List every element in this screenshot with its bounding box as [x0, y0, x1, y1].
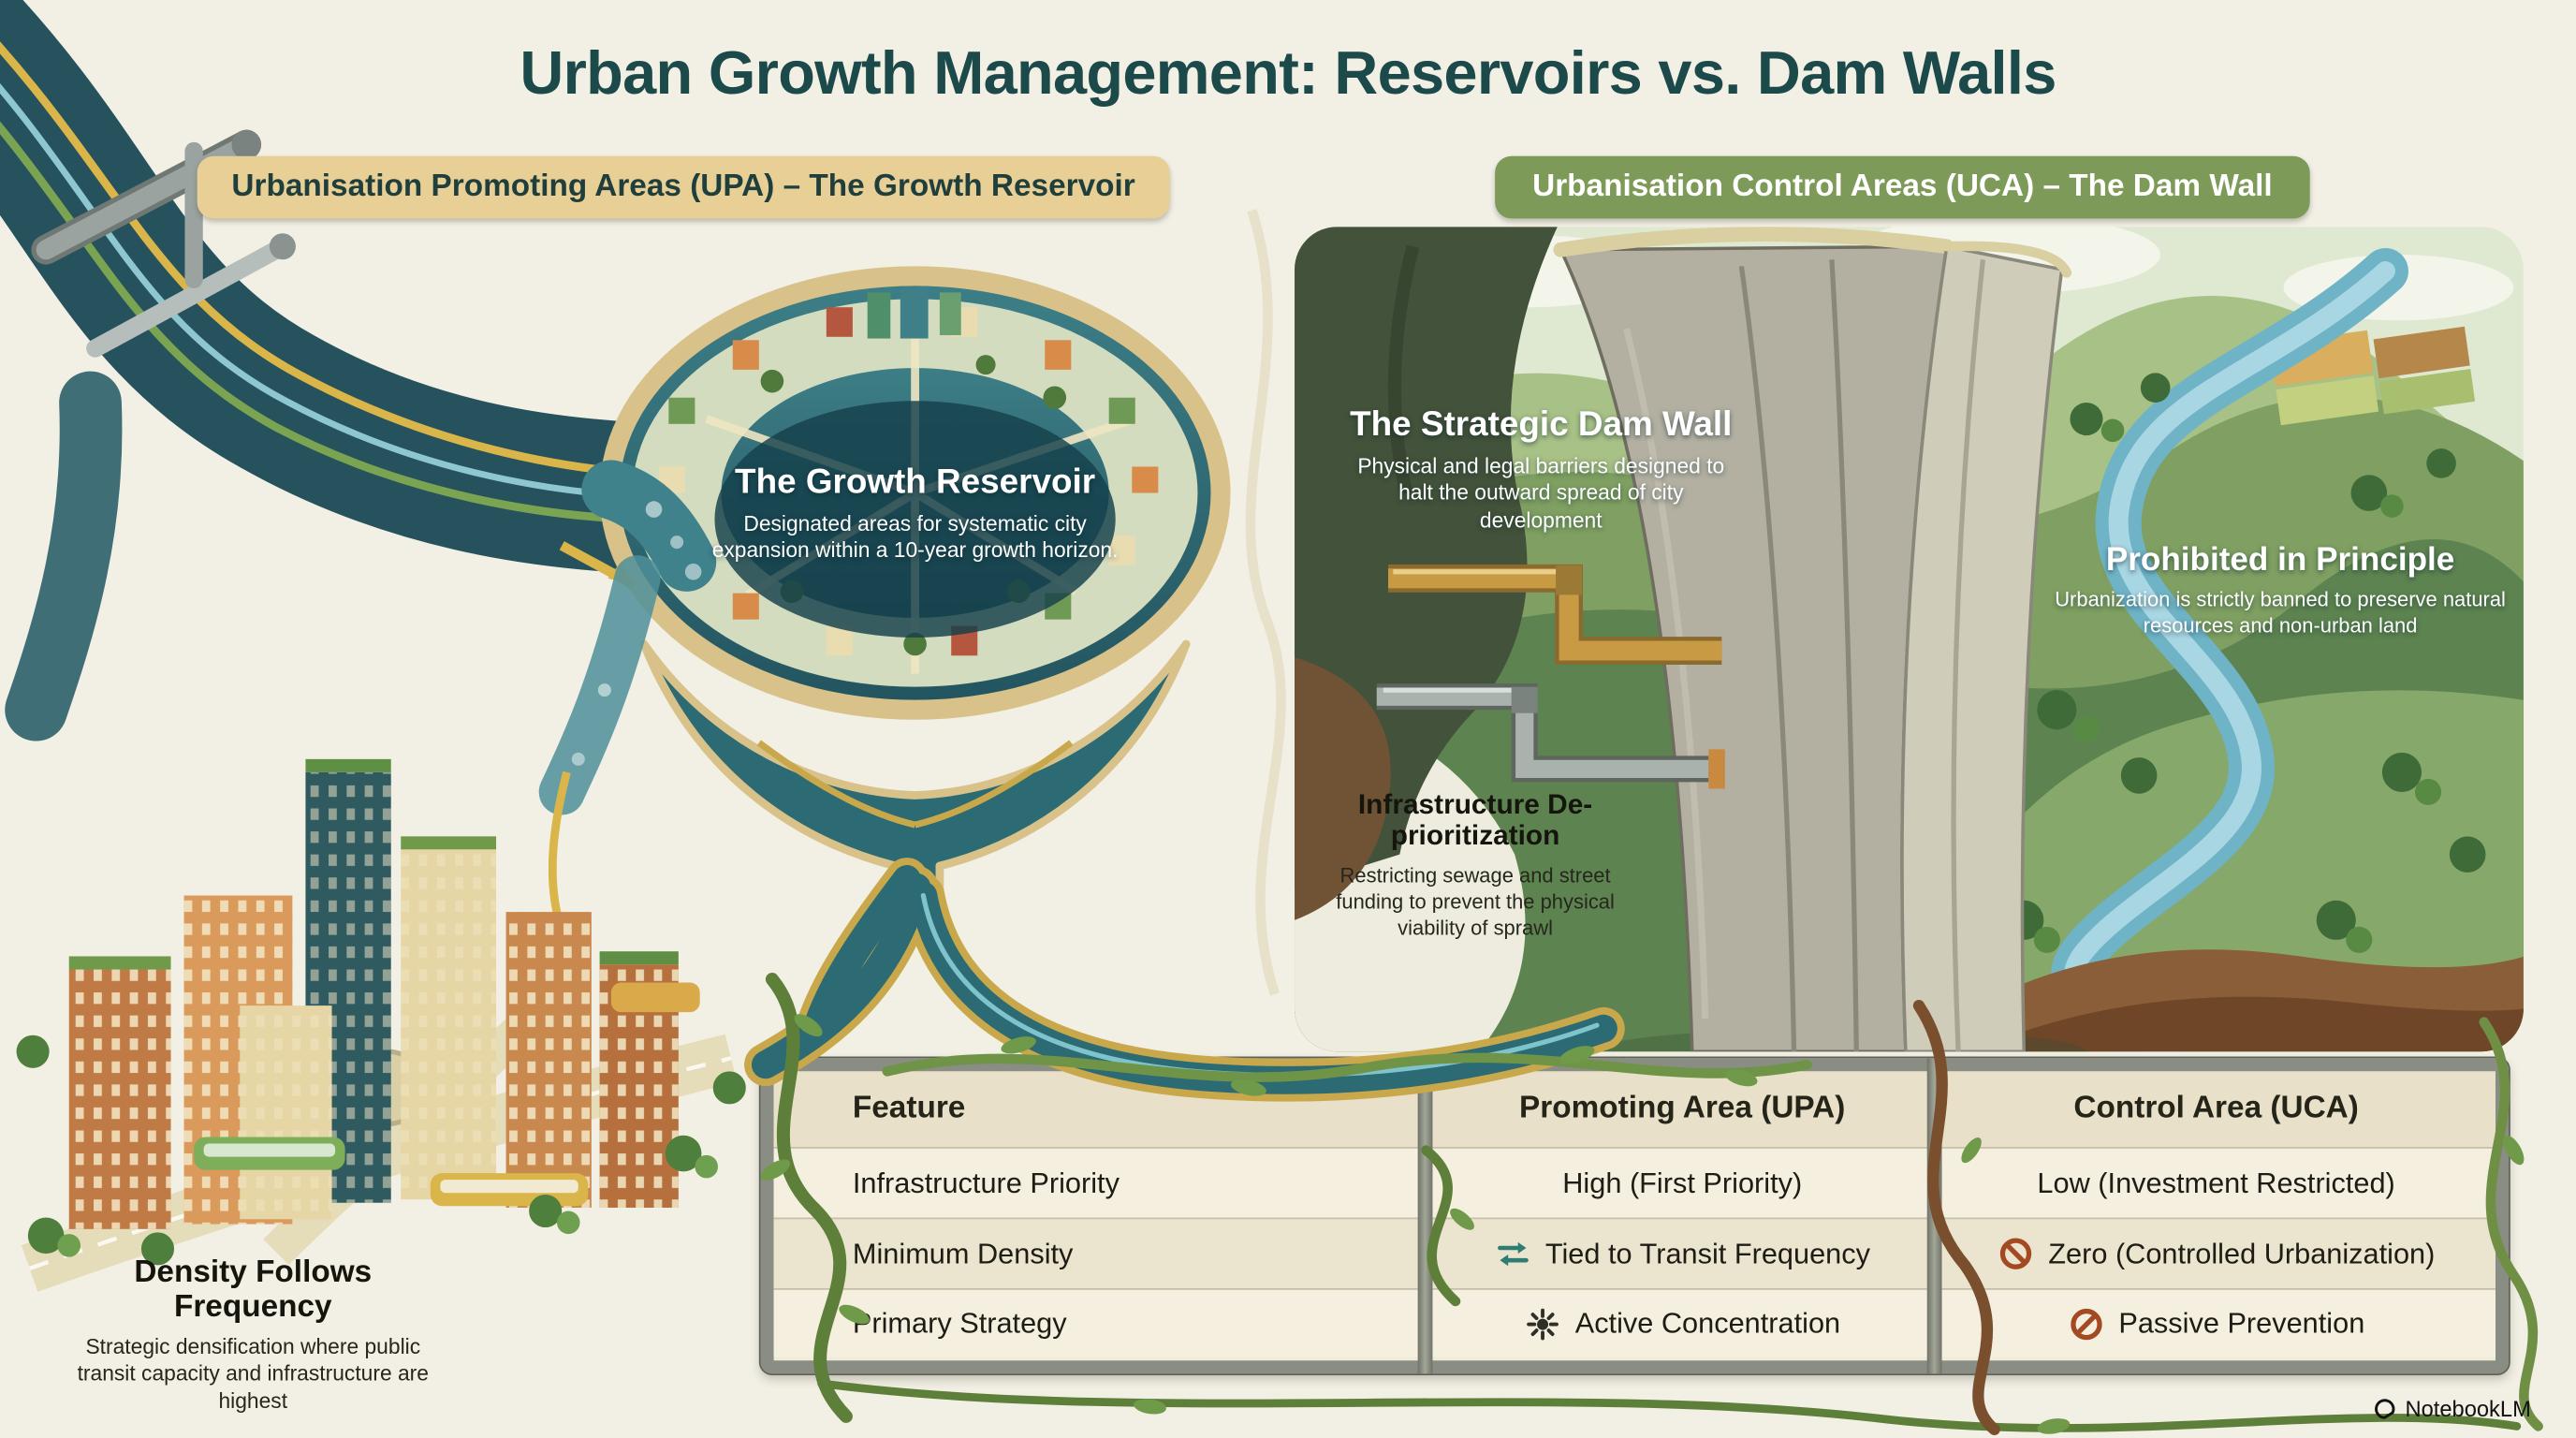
- callout-body: Designated areas for systematic city exp…: [711, 509, 1119, 563]
- callout-title: The Strategic Dam Wall: [1350, 405, 1733, 444]
- callout-density-follows-frequency: Density Follows Frequency Strategic dens…: [59, 1255, 446, 1416]
- table-header-upa: Promoting Area (UPA): [1427, 1071, 1938, 1148]
- table-post-divider: [1926, 1058, 1942, 1374]
- callout-infrastructure-deprioritization: Infrastructure De-prioritization Restric…: [1334, 788, 1617, 941]
- growth-reservoir: [538, 266, 1231, 982]
- table-cell-uca: Passive Prevention: [1937, 1287, 2496, 1357]
- table-cell-upa: Active Concentration: [1427, 1287, 1938, 1357]
- callout-prohibited-in-principle: Prohibited in Principle Urbanization is …: [2050, 542, 2510, 639]
- callout-title: The Growth Reservoir: [735, 462, 1096, 502]
- table-cell-uca: Zero (Controlled Urbanization): [1937, 1217, 2496, 1288]
- table-row-feature: Minimum Density: [773, 1217, 1428, 1288]
- notebooklm-logo-icon: [2375, 1399, 2395, 1419]
- table-cell-upa: Tied to Transit Frequency: [1427, 1217, 1938, 1288]
- cell-text: High (First Priority): [1562, 1166, 1803, 1199]
- table-row-feature: Infrastructure Priority: [773, 1147, 1428, 1218]
- table-grid: Feature Promoting Area (UPA) Control Are…: [773, 1071, 2496, 1360]
- callout-body: Restricting sewage and street funding to…: [1336, 864, 1615, 941]
- comparison-table: Feature Promoting Area (UPA) Control Are…: [758, 1056, 2510, 1376]
- dam-pipes: [1376, 564, 1725, 789]
- banner-uca: Urbanisation Control Areas (UCA) – The D…: [1495, 155, 2310, 219]
- prohibition-icon: [1998, 1236, 2034, 1272]
- concentration-icon: [1524, 1305, 1560, 1342]
- dense-city: [16, 758, 746, 1292]
- brand-attribution: NotebookLM: [2372, 1396, 2531, 1422]
- callout-body: Urbanization is strictly banned to prese…: [2055, 589, 2506, 638]
- dam-wall: [1553, 227, 2086, 1052]
- cell-text: Tied to Transit Frequency: [1544, 1236, 1870, 1269]
- table-row-feature: Primary Strategy: [773, 1287, 1428, 1357]
- callout-title: Density Follows Frequency: [134, 1255, 373, 1326]
- table-post-divider: [1417, 1058, 1433, 1374]
- callout-title: Infrastructure De-prioritization: [1357, 788, 1593, 852]
- callout-growth-reservoir: The Growth Reservoir Designated areas fo…: [698, 463, 1132, 565]
- cell-text: Zero (Controlled Urbanization): [2048, 1236, 2436, 1269]
- table-cell-uca: Low (Investment Restricted): [1937, 1147, 2496, 1218]
- cell-text: Active Concentration: [1574, 1306, 1841, 1340]
- transit-arrows-icon: [1494, 1236, 1530, 1272]
- callout-body: Physical and legal barriers designed to …: [1357, 452, 1725, 533]
- banner-upa: Urbanisation Promoting Areas (UPA) – The…: [197, 155, 1170, 219]
- table-cell-upa: High (First Priority): [1427, 1147, 1938, 1218]
- uca-landscape: [1295, 227, 2524, 1052]
- table-header-uca: Control Area (UCA): [1937, 1071, 2496, 1148]
- cell-text: Passive Prevention: [2118, 1306, 2365, 1340]
- table-header-feature: Feature: [773, 1071, 1428, 1148]
- callout-body: Strategic densification where public tra…: [77, 1333, 429, 1414]
- page-title: Urban Growth Management: Reservoirs vs. …: [520, 39, 2056, 108]
- brand-name: NotebookLM: [2405, 1396, 2531, 1422]
- callout-strategic-dam-wall: The Strategic Dam Wall Physical and lega…: [1344, 406, 1738, 536]
- prohibition-icon: [2068, 1305, 2104, 1342]
- cell-text: Low (Investment Restricted): [2037, 1166, 2395, 1199]
- callout-title: Prohibited in Principle: [2105, 542, 2455, 579]
